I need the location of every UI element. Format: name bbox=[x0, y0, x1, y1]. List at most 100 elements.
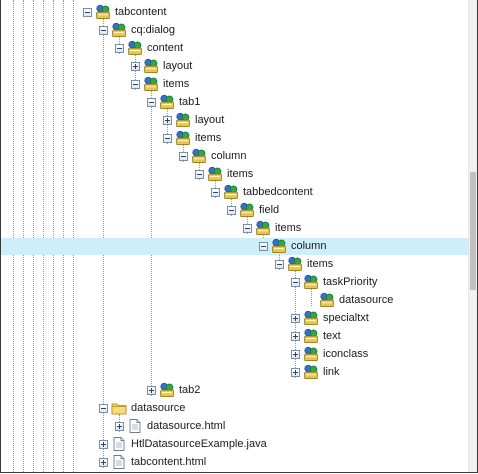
tree-guide-line bbox=[13, 0, 14, 472]
tree-guide-line bbox=[73, 0, 74, 472]
tree-node[interactable]: link bbox=[291, 363, 340, 381]
collapse-toggle[interactable] bbox=[275, 259, 284, 269]
expand-toggle[interactable] bbox=[291, 331, 300, 341]
tree-node[interactable]: tabcontent.html bbox=[99, 453, 206, 471]
expand-toggle[interactable] bbox=[291, 349, 300, 359]
tree-node[interactable]: content bbox=[115, 39, 183, 57]
node-icon bbox=[223, 184, 239, 200]
tree-branch-line bbox=[135, 54, 136, 90]
tree-node-label[interactable]: taskPriority bbox=[323, 276, 378, 288]
tree-node[interactable]: layout bbox=[131, 57, 192, 75]
expand-toggle[interactable] bbox=[291, 313, 300, 323]
tree-node-label[interactable]: items bbox=[227, 168, 254, 180]
collapse-toggle[interactable] bbox=[115, 43, 124, 53]
tree-node-label[interactable]: link bbox=[323, 366, 340, 378]
tree-node-label[interactable]: column bbox=[211, 150, 247, 162]
tree-node[interactable]: items bbox=[163, 129, 221, 147]
collapse-toggle[interactable] bbox=[195, 169, 204, 179]
tree-node[interactable]: items bbox=[195, 165, 253, 183]
tree-node-label[interactable]: layout bbox=[195, 114, 225, 126]
tree-node[interactable]: specialtxt bbox=[291, 309, 369, 327]
tree-node-label[interactable]: cq:dialog bbox=[131, 24, 176, 36]
tree-node[interactable]: datasource bbox=[99, 399, 185, 417]
tree-node-label[interactable]: tabbedcontent bbox=[243, 186, 313, 198]
folder-icon bbox=[111, 400, 127, 416]
expand-toggle[interactable] bbox=[99, 439, 108, 449]
file-icon bbox=[111, 436, 127, 452]
tree-node[interactable]: HtlDatasourceExample.java bbox=[99, 435, 267, 453]
collapse-toggle[interactable] bbox=[291, 277, 300, 287]
tree-node[interactable]: datasource bbox=[307, 291, 393, 309]
tree-node-label[interactable]: layout bbox=[163, 60, 193, 72]
node-icon bbox=[303, 310, 319, 326]
tree-node-label[interactable]: text bbox=[323, 330, 341, 342]
tree-node[interactable]: datasource.html bbox=[115, 417, 225, 435]
tree-node[interactable]: column bbox=[179, 147, 246, 165]
expand-toggle[interactable] bbox=[291, 367, 300, 377]
tree-node-label[interactable]: datasource bbox=[131, 402, 186, 414]
tree-node-label[interactable]: items bbox=[307, 258, 334, 270]
collapse-toggle[interactable] bbox=[163, 133, 172, 143]
tree-node-label[interactable]: tabcontent bbox=[115, 6, 167, 18]
scrollbar-thumb[interactable] bbox=[470, 172, 476, 290]
collapse-toggle[interactable] bbox=[83, 7, 92, 17]
tree-node-label[interactable]: HtlDatasourceExample.java bbox=[131, 438, 267, 450]
node-icon bbox=[255, 220, 271, 236]
tree-node-label[interactable]: items bbox=[195, 132, 222, 144]
tree-node-label[interactable]: items bbox=[163, 78, 190, 90]
node-icon bbox=[143, 58, 159, 74]
node-icon bbox=[303, 328, 319, 344]
collapse-toggle[interactable] bbox=[147, 97, 156, 107]
tree-node-label[interactable]: specialtxt bbox=[323, 312, 369, 324]
tree-node[interactable]: items bbox=[275, 255, 333, 273]
tree-node-label[interactable]: column bbox=[291, 240, 327, 252]
node-icon bbox=[303, 274, 319, 290]
tree-node[interactable]: field bbox=[227, 201, 279, 219]
collapse-toggle[interactable] bbox=[243, 223, 252, 233]
vertical-scrollbar[interactable] bbox=[468, 0, 477, 472]
expand-toggle[interactable] bbox=[131, 61, 140, 71]
tree-node[interactable]: items bbox=[243, 219, 301, 237]
node-icon bbox=[159, 94, 175, 110]
tree-node[interactable]: items bbox=[131, 75, 189, 93]
tree-node-label[interactable]: datasource.html bbox=[147, 420, 226, 432]
expand-toggle[interactable] bbox=[147, 385, 156, 395]
collapse-toggle[interactable] bbox=[99, 25, 108, 35]
tree-node-label[interactable]: datasource bbox=[339, 294, 394, 306]
collapse-toggle[interactable] bbox=[227, 205, 236, 215]
node-icon bbox=[239, 202, 255, 218]
collapse-toggle[interactable] bbox=[99, 403, 108, 413]
tree-node-label[interactable]: tab1 bbox=[179, 96, 201, 108]
collapse-toggle[interactable] bbox=[211, 187, 220, 197]
collapse-toggle[interactable] bbox=[259, 241, 268, 251]
tree-node[interactable]: cq:dialog bbox=[99, 21, 175, 39]
tree-node-label[interactable]: tab2 bbox=[179, 384, 201, 396]
expand-toggle[interactable] bbox=[115, 421, 124, 431]
selected-row-highlight bbox=[1, 238, 469, 255]
expand-toggle[interactable] bbox=[163, 115, 172, 125]
tree-node-label[interactable]: field bbox=[259, 204, 280, 216]
tree-node-label[interactable]: iconclass bbox=[323, 348, 369, 360]
tree-node[interactable]: text bbox=[291, 327, 341, 345]
file-icon bbox=[127, 418, 143, 434]
content-tree: tabcontent cq:dialog content layout items tab… bbox=[1, 0, 469, 472]
tree-node-label[interactable]: content bbox=[147, 42, 184, 54]
node-icon bbox=[111, 22, 127, 38]
tree-node[interactable]: iconclass bbox=[291, 345, 368, 363]
collapse-toggle[interactable] bbox=[179, 151, 188, 161]
tree-branch-line bbox=[295, 270, 296, 378]
tree-node[interactable]: tabcontent bbox=[83, 3, 166, 21]
node-icon bbox=[175, 130, 191, 146]
tree-node[interactable]: tab1 bbox=[147, 93, 200, 111]
tree-node-label[interactable]: tabcontent.html bbox=[131, 456, 207, 468]
tree-node[interactable]: layout bbox=[163, 111, 224, 129]
tree-guide-line bbox=[33, 0, 34, 472]
tree-node[interactable]: tab2 bbox=[147, 381, 200, 399]
tree-node-label[interactable]: items bbox=[275, 222, 302, 234]
tree-node[interactable]: column bbox=[259, 237, 326, 255]
tree-node[interactable]: tabbedcontent bbox=[211, 183, 313, 201]
collapse-toggle[interactable] bbox=[131, 79, 140, 89]
expand-toggle[interactable] bbox=[99, 457, 108, 467]
tree-node[interactable]: taskPriority bbox=[291, 273, 377, 291]
node-icon bbox=[127, 40, 143, 56]
